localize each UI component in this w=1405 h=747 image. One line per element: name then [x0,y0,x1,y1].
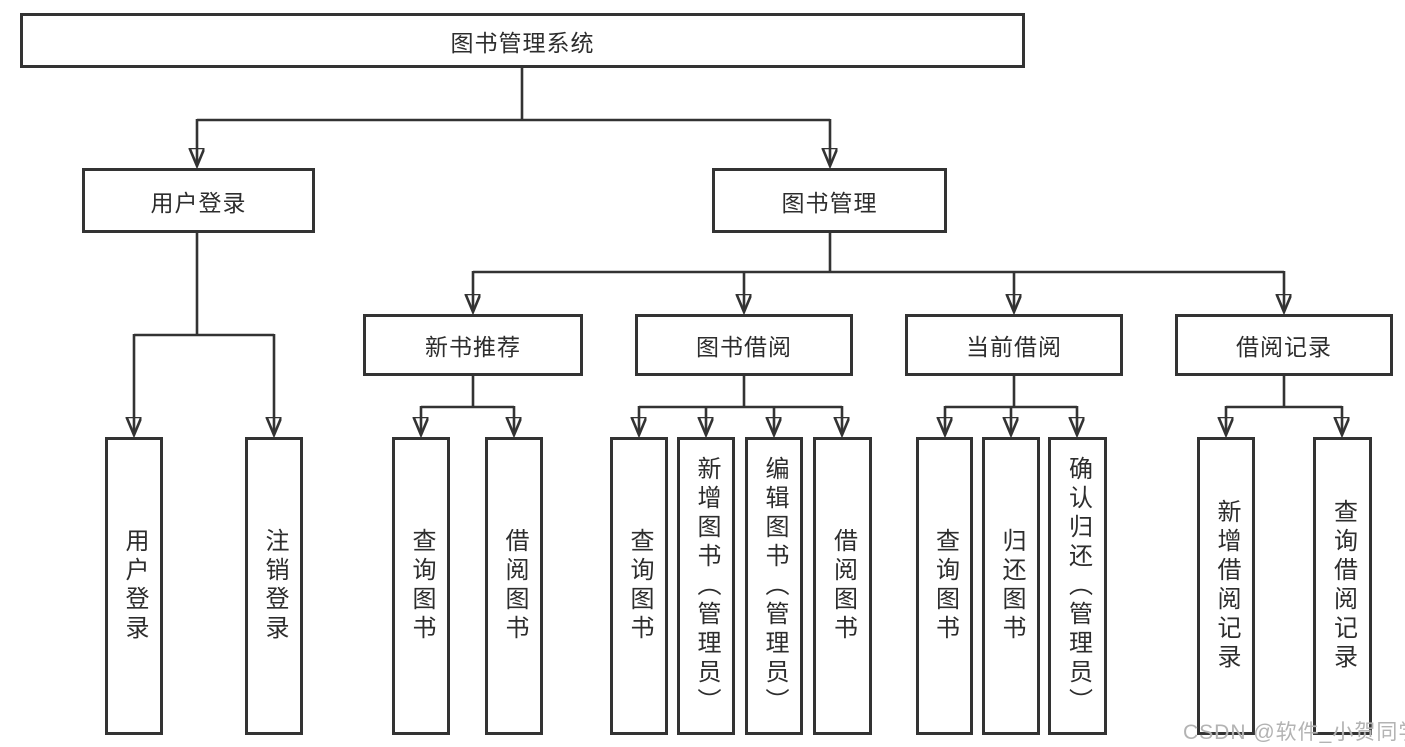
leaf-edit-book-admin: 编辑图书（管理员） [745,437,803,735]
leaf-query-borrow-record: 查询借阅记录 [1313,437,1372,735]
connector-borrow-record-to-leaves [1226,376,1342,433]
leaf-borrow-book-2: 借阅图书 [813,437,872,735]
leaf-query-book-recommend: 查询图书 [392,437,450,735]
connector-book-borrow-to-leaves [639,376,842,433]
node-new-book-recommend: 新书推荐 [363,314,583,376]
leaf-confirm-return-admin: 确认归还（管理员） [1048,437,1107,735]
leaf-return-book: 归还图书 [982,437,1040,735]
connector-user-login-to-leaves [134,233,274,433]
leaf-logout: 注销登录 [245,437,303,735]
node-root-system: 图书管理系统 [20,13,1025,68]
connector-root-to-level2 [197,68,830,164]
node-current-borrow: 当前借阅 [905,314,1123,376]
leaf-query-book-borrow: 查询图书 [610,437,668,735]
connector-new-book-rec-to-leaves [421,376,514,433]
node-borrow-record: 借阅记录 [1175,314,1393,376]
connector-book-mgmt-to-level3 [473,233,1284,310]
leaf-add-borrow-record: 新增借阅记录 [1197,437,1255,735]
node-book-borrow: 图书借阅 [635,314,853,376]
leaf-borrow-book-recommend: 借阅图书 [485,437,543,735]
connector-current-borrow-to-leaves [945,376,1077,433]
node-user-login: 用户登录 [82,168,315,233]
leaf-add-book-admin: 新增图书（管理员） [677,437,735,735]
node-book-management: 图书管理 [712,168,947,233]
leaf-query-book-current: 查询图书 [916,437,973,735]
csdn-watermark: CSDN @软件_小贺同学 [1183,721,1405,744]
leaf-user-login: 用户登录 [105,437,163,735]
